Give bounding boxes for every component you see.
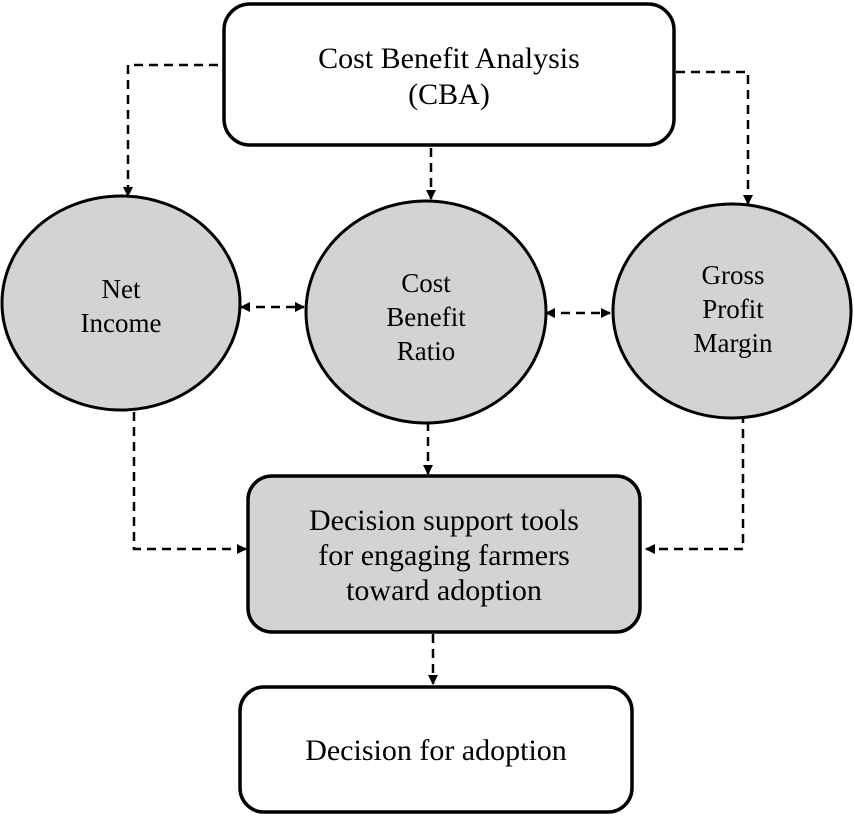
cba-abbreviation: (CBA) — [408, 78, 490, 111]
decision-support-label-line2: for engaging farmers — [318, 539, 570, 572]
cba-title: Cost Benefit Analysis — [318, 42, 580, 75]
net-income-node: Net Income — [0, 194, 242, 412]
decision-support-label-line1: Decision support tools — [309, 504, 579, 537]
decision-for-adoption-box: Decision for adoption — [238, 685, 634, 814]
net-income-label-line2: Income — [81, 308, 162, 338]
cost-benefit-ratio-node: Cost Benefit Ratio — [304, 199, 548, 425]
cba-box: Cost Benefit Analysis (CBA) — [222, 2, 676, 147]
arrow-gross-profit-margin-to-support — [645, 414, 745, 554]
cost-benefit-ratio-label-line2: Benefit — [386, 302, 466, 332]
cost-benefit-ratio-label-line1: Cost — [401, 268, 451, 298]
net-income-label-line1: Net — [102, 274, 141, 304]
arrow-cba-to-gross-profit-margin — [676, 70, 753, 205]
decision-support-box: Decision support tools for engaging farm… — [246, 474, 642, 634]
decision-for-adoption-label: Decision for adoption — [305, 734, 567, 767]
connectors — [123, 63, 753, 685]
gross-profit-margin-label-line1: Gross — [701, 260, 764, 290]
gross-profit-margin-label-line2: Profit — [702, 294, 764, 324]
gross-profit-margin-label-line3: Margin — [694, 328, 773, 358]
cost-benefit-ratio-label-line3: Ratio — [397, 336, 456, 366]
arrow-cba-to-net-income — [123, 63, 218, 197]
decision-support-label-line3: toward adoption — [346, 574, 542, 607]
arrow-net-income-to-support — [132, 412, 247, 554]
gross-profit-margin-node: Gross Profit Margin — [611, 202, 853, 420]
